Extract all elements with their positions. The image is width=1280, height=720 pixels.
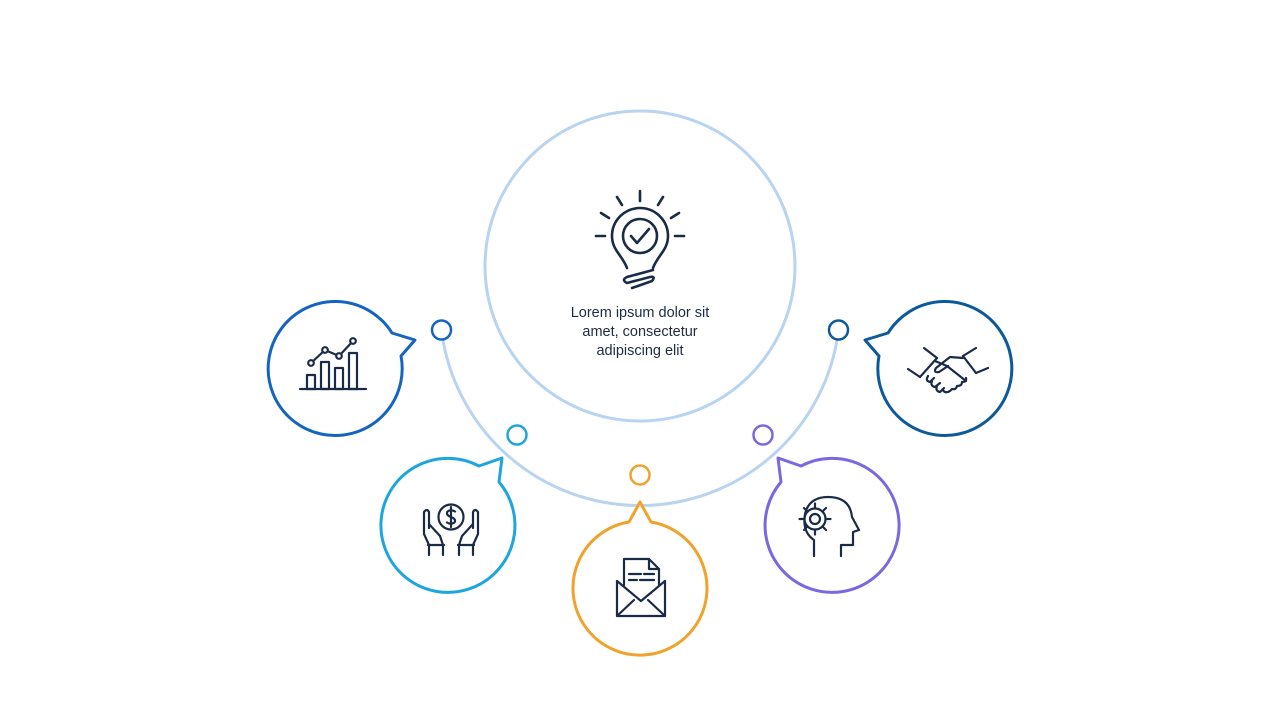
- head-gear-icon: [798, 495, 861, 558]
- center-text-line-3: adipiscing elit: [596, 343, 684, 359]
- connector-dot-chart: [430, 319, 453, 341]
- bubble-money: [379, 456, 517, 594]
- node-money: [379, 424, 528, 594]
- bubble-handshake: [863, 300, 1014, 437]
- center-text-line-2: amet, consectetur: [582, 324, 698, 340]
- hands-dollar-icon: [422, 503, 480, 557]
- connector-dot-handshake: [827, 319, 850, 341]
- node-mail: [571, 464, 709, 657]
- bubble-mail: [571, 500, 709, 657]
- connector-dot-mail: [629, 464, 651, 486]
- lightbulb-check-icon: [594, 189, 686, 290]
- center-circle: [483, 109, 797, 423]
- connector-dot-mind: [752, 424, 774, 446]
- node-mind: [752, 424, 901, 594]
- envelope-document-icon: [615, 557, 667, 618]
- connector-dot-money: [506, 424, 528, 446]
- center-description: Lorem ipsum dolor sit amet, consectetur …: [540, 304, 740, 361]
- bar-chart-growth-icon: [298, 337, 368, 391]
- bubble-mind: [763, 456, 901, 594]
- handshake-icon: [906, 346, 990, 394]
- center-text-line-1: Lorem ipsum dolor sit: [570, 305, 710, 321]
- node-handshake: [827, 300, 1014, 437]
- node-chart: [266, 300, 453, 437]
